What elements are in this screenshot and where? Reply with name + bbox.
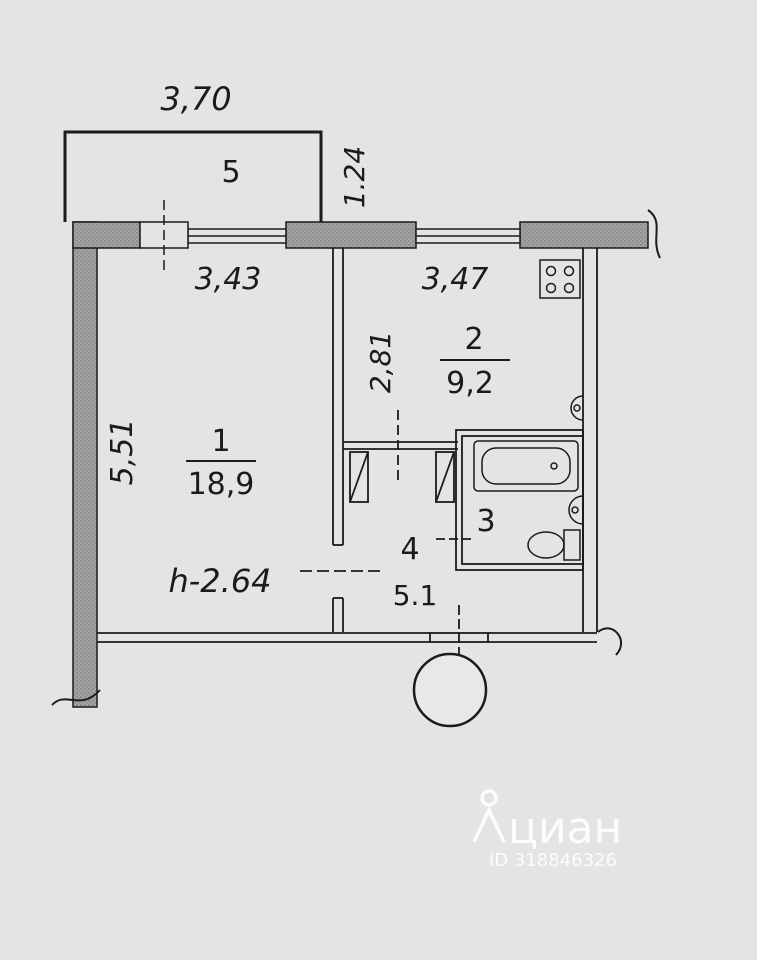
room-3-number-label: 3 xyxy=(476,504,495,539)
cian-watermark: циан ID 318846326 xyxy=(472,789,622,871)
kitchen-sink-icon xyxy=(570,395,584,421)
ceiling-height-label: h-2.64 xyxy=(168,562,271,600)
stove-icon xyxy=(539,259,581,299)
room-2-area-label: 9,2 xyxy=(446,366,494,401)
room-1-number-label: 1 xyxy=(211,424,230,459)
top-wall-left-segment xyxy=(72,221,141,249)
room-4-area-label: 5.1 xyxy=(393,579,438,612)
room-2-number-label: 2 xyxy=(464,322,483,357)
balcony-depth-label: 1.24 xyxy=(338,146,371,208)
room-1-length-label: 5,51 xyxy=(105,419,140,486)
room-4-number-label: 4 xyxy=(400,532,419,567)
room-2-width-label: 3,47 xyxy=(422,262,489,297)
labels: 3,70 5 1.24 3,43 5,51 1 18,9 3,47 2,81 2… xyxy=(105,80,510,612)
windows xyxy=(139,200,521,270)
room-1-width-label: 3,43 xyxy=(195,262,262,297)
top-wall-right-segment xyxy=(519,221,649,249)
balcony-number-label: 5 xyxy=(221,155,240,190)
exterior-walls xyxy=(72,221,649,708)
balcony xyxy=(63,130,323,222)
room-2-length-label: 2,81 xyxy=(364,331,397,393)
break-marks xyxy=(51,209,661,706)
sink-icon xyxy=(568,495,584,525)
left-wall xyxy=(72,221,98,708)
bathtub-icon xyxy=(473,440,579,492)
watermark-id: ID 318846326 xyxy=(489,850,617,871)
watermark-brand: циан xyxy=(508,803,622,854)
cian-logo-icon xyxy=(472,789,506,843)
entrance-circle-icon xyxy=(412,652,488,728)
balcony-width-label: 3,70 xyxy=(160,80,231,118)
interior-walls xyxy=(97,248,598,665)
room-1-area-label: 18,9 xyxy=(188,467,255,502)
top-wall-mid-segment xyxy=(285,221,417,249)
toilet-icon xyxy=(527,529,581,561)
